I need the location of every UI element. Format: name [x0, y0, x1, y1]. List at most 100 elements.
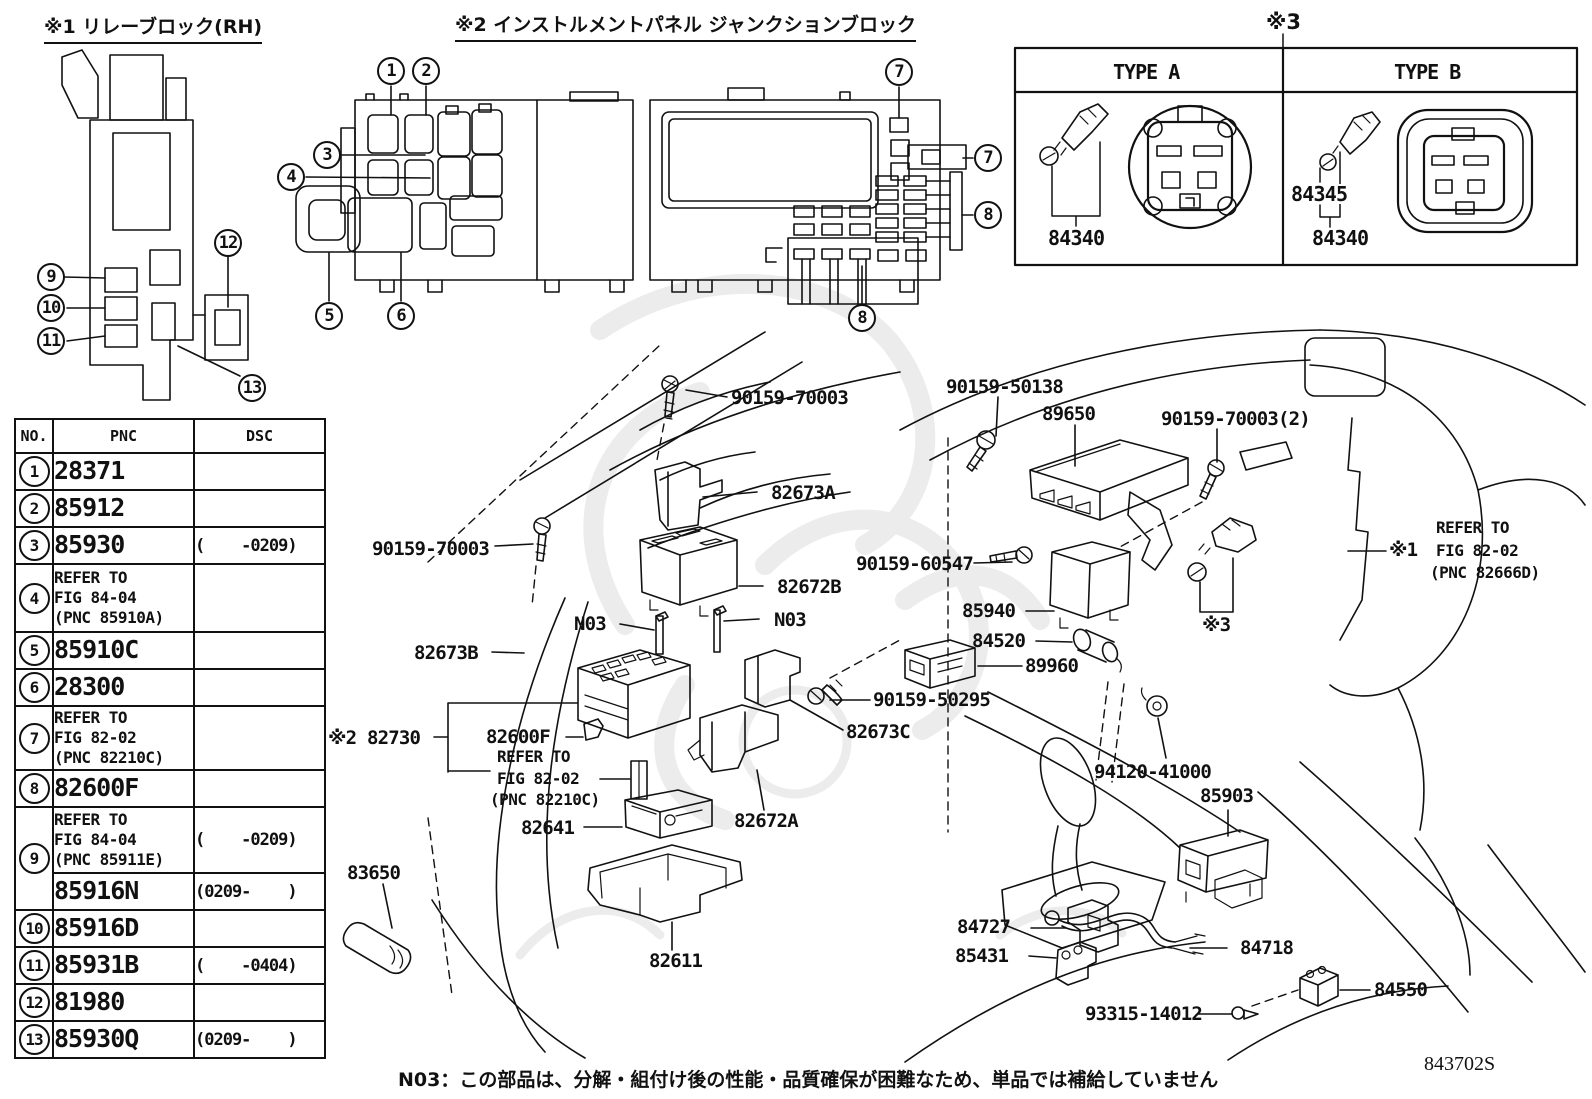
part-label: REFER TO	[1436, 518, 1510, 537]
junction-callout-lines	[305, 85, 974, 305]
row-number: 7	[14, 705, 54, 771]
dsc-cell	[193, 489, 326, 528]
sensor-icon	[1319, 111, 1381, 171]
callout-number: 2	[412, 57, 440, 85]
row-number: 2	[14, 489, 54, 528]
part-label: 82641	[521, 817, 575, 839]
junction-block-front	[295, 91, 634, 293]
pnc-cell: 81980	[52, 983, 195, 1022]
pnc-cell: 85930	[52, 526, 195, 565]
part-label: 82673C	[846, 721, 911, 743]
part-label: 90159-70003	[731, 387, 849, 409]
type-b-header: TYPE B	[1394, 60, 1461, 84]
wire-icon	[1044, 910, 1206, 955]
col-header-dsc: DSC	[193, 418, 326, 454]
callout-number: 12	[214, 229, 242, 257]
row-number: 1	[14, 452, 54, 491]
callout-number: 11	[37, 327, 65, 355]
part-label: 84550	[1374, 979, 1428, 1001]
supply-note: N03：この部品は、分解・組付け後の性能・品質確保が困難なため、単品では補給して…	[398, 1069, 1219, 1091]
screw-icon	[1231, 989, 1299, 1020]
part-label: 84718	[1240, 937, 1294, 959]
part-label: 85903	[1200, 785, 1254, 807]
callout-number: 3	[313, 141, 341, 169]
dsc-cell	[193, 563, 326, 633]
callout-number: 6	[387, 302, 415, 330]
type-a-header: TYPE A	[1113, 60, 1180, 84]
part-label-84340-b: 84340	[1312, 226, 1369, 250]
dsc-cell	[193, 769, 326, 808]
part-label: 90159-70003(2)	[1161, 408, 1311, 430]
row-number: 13	[14, 1020, 54, 1059]
col-header-no: NO.	[14, 418, 54, 454]
screw-icon	[966, 430, 996, 472]
part-label: N03	[774, 609, 807, 631]
dsc-cell	[193, 909, 326, 948]
row-number: 5	[14, 631, 54, 670]
dsc-cell: (0209- )	[193, 1020, 326, 1059]
pnc-cell: 85916D	[52, 909, 195, 948]
dsc-cell: ( -0209)	[193, 806, 326, 874]
pnc-cell: 85910C	[52, 631, 195, 670]
row-number: 4	[14, 563, 54, 633]
row-number: 6	[14, 668, 54, 707]
row-number: 11	[14, 946, 54, 985]
pin-icon	[713, 605, 727, 653]
dsc-cell	[193, 705, 326, 771]
dsc-cell: ( -0404)	[193, 946, 326, 985]
table-row: 85916N(0209- )	[15, 872, 326, 911]
part-label: 93315-14012	[1085, 1003, 1203, 1025]
dsc-cell	[193, 983, 326, 1022]
part-label: (PNC 82210C)	[490, 790, 600, 809]
part-label: 82672A	[734, 810, 799, 832]
dsc-cell: ( -0209)	[193, 526, 326, 565]
part-label: 84520	[972, 630, 1026, 652]
part-label: FIG 82-02	[1436, 541, 1519, 560]
pin-icon	[655, 611, 669, 655]
pnc-cell: 85930Q	[52, 1020, 195, 1059]
relay-callout-lines	[64, 256, 241, 377]
relay-block-drawing	[61, 49, 249, 401]
part-label-84340-a: 84340	[1048, 226, 1105, 250]
row-number: 10	[14, 909, 54, 948]
part-label: 84727	[957, 916, 1011, 938]
callout-number: 8	[848, 304, 876, 332]
part-label: (PNC 82666D)	[1430, 563, 1540, 582]
junction-block-title: ※2 インストルメントパネル ジャンクションブロック	[455, 14, 917, 42]
dsc-cell: (0209- )	[193, 872, 326, 911]
pnc-cell: REFER TO FIG 82-02 (PNC 82210C)	[52, 705, 195, 771]
col-header-pnc: PNC	[52, 418, 195, 454]
part-label: 82611	[649, 950, 703, 972]
callout-number: 7	[885, 58, 913, 86]
part-label: N03	[574, 613, 607, 635]
connector-a-icon	[1127, 104, 1253, 230]
pnc-cell: 85912	[52, 489, 195, 528]
screw-icon	[531, 517, 551, 607]
connector-table-art	[1013, 33, 1579, 267]
part-label: 82672B	[777, 576, 842, 598]
pnc-cell: 28371	[52, 452, 195, 491]
row-number: 8	[14, 769, 54, 808]
pnc-cell: 28300	[52, 668, 195, 707]
part-label: REFER TO	[497, 747, 571, 766]
callout-number: 7	[974, 144, 1002, 172]
dsc-cell	[193, 631, 326, 670]
part-label: 85940	[962, 600, 1016, 622]
part-label: ※1	[1389, 539, 1418, 561]
callout-number: 10	[37, 294, 65, 322]
screw-icon	[1117, 459, 1225, 549]
junction-block-rear	[649, 87, 967, 305]
part-label: 90159-50295	[873, 689, 991, 711]
part-label: 90159-70003	[372, 538, 490, 560]
